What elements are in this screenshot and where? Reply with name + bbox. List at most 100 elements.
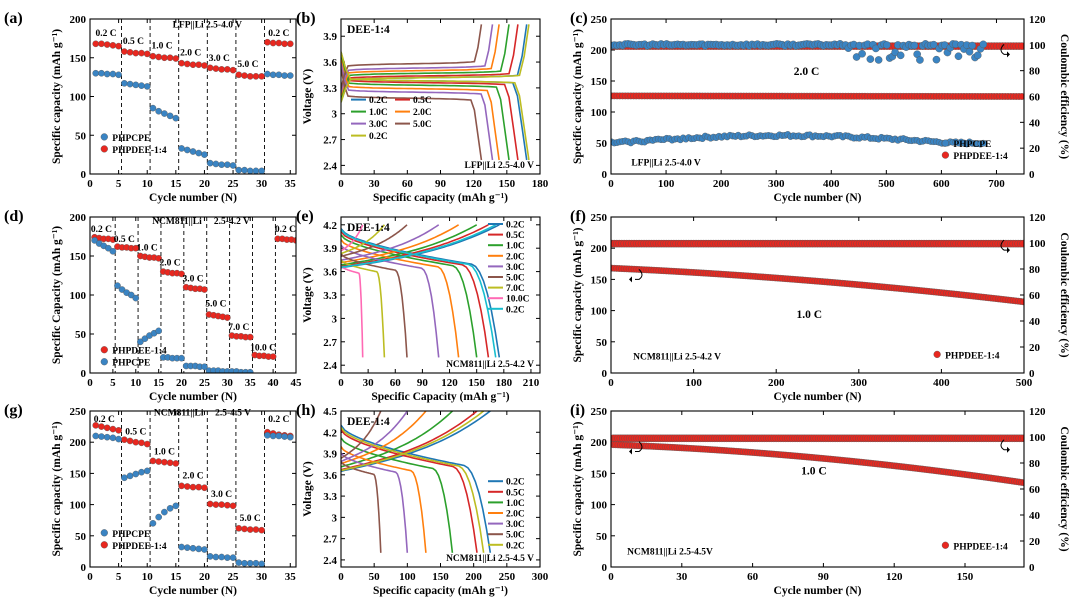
x-tick-label: 400 (823, 178, 840, 190)
data-point (132, 294, 140, 302)
data-point (98, 433, 105, 440)
data-point (275, 432, 283, 440)
x-tick-label: 25 (199, 377, 211, 389)
data-point (149, 52, 157, 60)
data-point (1019, 298, 1024, 306)
data-point (1017, 42, 1024, 50)
data-point (161, 110, 168, 117)
y-tick-label: 150 (70, 53, 87, 65)
x-tick-label: 35 (245, 377, 257, 389)
cell-condition: NCM811||Li 2.5-4.2 V (446, 360, 534, 370)
annotation: NCM811||Li (154, 408, 204, 418)
y-tick-label: 0 (81, 169, 87, 181)
x-tick-label: 5 (116, 571, 122, 583)
data-point (178, 482, 185, 490)
x-tick-label: 90 (818, 571, 830, 583)
y2-tick-label: 40 (1029, 316, 1041, 328)
annotation: 2.0 C (180, 48, 201, 58)
data-point (121, 80, 128, 87)
data-point (172, 114, 180, 122)
y-axis-label: Voltage (V) (302, 461, 314, 517)
panel-label: (b) (296, 10, 316, 27)
y-tick-label: 100 (70, 290, 87, 302)
y-tick-label: 3 (332, 109, 338, 121)
y2-axis-label: Coulombic efficiency (%) (1058, 426, 1070, 551)
y2-tick-label: 100 (1029, 432, 1046, 444)
y-tick-label: 2.4 (323, 555, 337, 567)
legend-marker (941, 541, 950, 549)
discharge-curve (341, 437, 454, 553)
data-point (212, 553, 220, 561)
y2-tick-label: 60 (1029, 290, 1041, 302)
data-point (235, 525, 243, 532)
y-tick-label: 50 (75, 130, 87, 142)
y2-tick-label: 0 (1029, 169, 1035, 181)
series-phpcpe-ce (611, 40, 988, 64)
legend-label: 2.0C (506, 510, 525, 520)
data-point (121, 48, 128, 55)
legend-label: PHPDEE-1:4 (112, 146, 167, 156)
data-point (109, 248, 117, 255)
data-point (201, 62, 208, 69)
data-point (206, 159, 214, 167)
x-tick-label: 10 (142, 571, 154, 583)
charge-curve (341, 411, 427, 465)
plot-frame (340, 410, 541, 568)
data-point (189, 148, 197, 155)
series-phpdee-1-4 (611, 441, 1024, 487)
data-point (126, 437, 134, 445)
data-point (155, 327, 162, 335)
x-tick-label: 30 (676, 571, 688, 583)
data-point (183, 544, 191, 551)
data-point (143, 83, 151, 90)
x-tick-label: 0 (338, 178, 344, 190)
y-axis-label: Specific capacity (mAh g⁻¹) (572, 227, 584, 362)
y-axis-label: Specific capacity (mAh g⁻¹) (51, 421, 63, 556)
legend-label: 7.0C (506, 284, 525, 294)
legend-marker (100, 541, 108, 549)
data-point (258, 73, 265, 80)
discharge-curve (341, 231, 490, 358)
data-point (92, 432, 100, 440)
x-tick-label: 0 (338, 571, 344, 583)
annotation: 0.5 C (114, 235, 135, 245)
x-tick-label: 90 (435, 178, 447, 190)
data-point (258, 167, 265, 174)
x-tick-label: 0 (87, 571, 93, 583)
y-tick-label: 3.6 (323, 470, 337, 482)
x-tick-label: 0 (87, 178, 93, 190)
annotation: 1.0 C (152, 41, 173, 51)
plot-area (91, 233, 296, 373)
cell-condition: LFP||Li 2.5-4.0 V (465, 161, 535, 171)
data-point (1020, 434, 1024, 443)
y-tick-label: 200 (70, 212, 87, 224)
data-point (874, 56, 883, 64)
data-point (132, 81, 140, 89)
charge-curve (341, 24, 510, 99)
y-tick-label: 3.9 (323, 31, 337, 43)
data-point (910, 41, 919, 50)
y-axis-label: Specific capacity (mAh g⁻¹) (572, 29, 584, 164)
plot-area (611, 239, 1024, 306)
data-point (195, 61, 203, 69)
data-point (166, 505, 174, 512)
y2-tick-label: 120 (1029, 212, 1046, 224)
data-point (212, 160, 220, 168)
data-point (258, 560, 265, 567)
charge-curve (341, 224, 478, 266)
y2-tick-label: 100 (1029, 238, 1046, 250)
data-point (246, 559, 254, 567)
legend-label: 3.0C (369, 120, 388, 130)
data-point (172, 502, 180, 510)
y-tick-label: 150 (591, 468, 608, 480)
legend-label: 0.2C (506, 221, 525, 231)
annotation: 0.2 C (275, 225, 296, 235)
annotation: 0.2 C (268, 415, 289, 425)
data-point (218, 553, 225, 561)
legend-label: 5.0C (506, 274, 525, 284)
